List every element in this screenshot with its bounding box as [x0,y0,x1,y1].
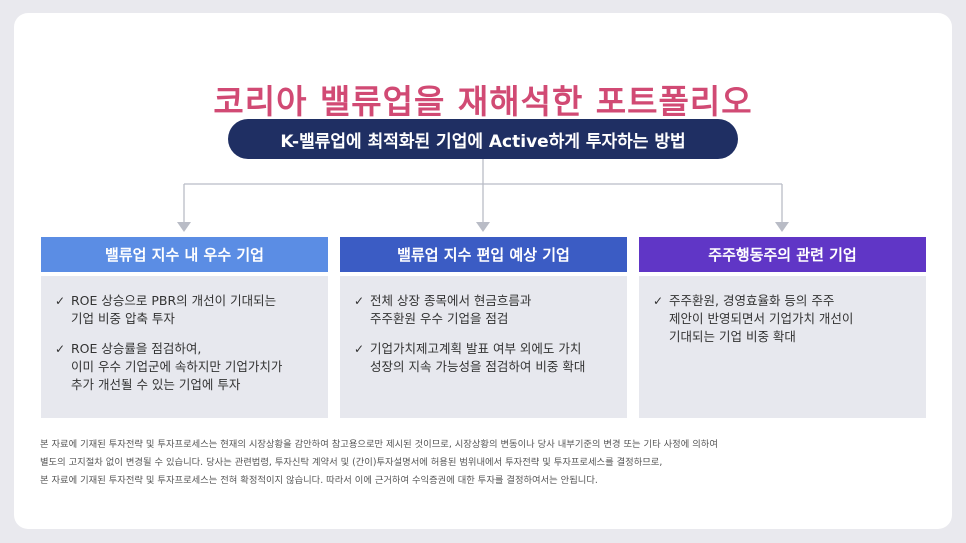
check-icon: ✓ [653,294,664,308]
disclaimer-line: 별도의 고지절차 없이 변경될 수 있습니다. 당사는 관련법령, 투자신탁 계… [40,457,663,468]
list-item: ✓ 기업가치제고계획 발표 여부 외에도 가치 성장의 지속 가능성을 점검하여… [354,340,613,376]
subtitle-text: K-밸류업에 최적화된 기업에 Active하게 투자하는 방법 [280,131,686,152]
check-icon: ✓ [55,294,66,308]
check-icon: ✓ [55,342,66,356]
bullet-text: ROE 상승으로 PBR의 개선이 기대되는 기업 비중 압축 투자 [71,293,277,326]
list-item: ✓ ROE 상승률을 점검하여, 이미 우수 기업군에 속하지만 기업가치가 추… [55,340,314,394]
page-title: 코리아 밸류업을 재해석한 포트폴리오 [213,82,753,121]
disclaimer: 본 자료에 기재된 투자전략 및 투자프로세스는 현재의 시장상황을 감안하여 … [40,436,920,490]
arrow-down-icon [177,222,191,232]
disclaimer-line: 본 자료에 기재된 투자전략 및 투자프로세스는 현재의 시장상황을 감안하여 … [40,439,718,450]
bullet-text: 주주환원, 경영효율화 등의 주주 제안이 반영되면서 기업가치 개선이 기대되… [669,293,854,344]
list-item: ✓ 주주환원, 경영효율화 등의 주주 제안이 반영되면서 기업가치 개선이 기… [653,292,912,346]
column-header-3: 주주행동주의 관련 기업 [639,237,926,272]
column-header-1: 밸류업 지수 내 우수 기업 [41,237,328,272]
arrow-down-icon [775,222,789,232]
column-header-2: 밸류업 지수 편입 예상 기업 [340,237,627,272]
content-card: 코리아 밸류업을 재해석한 포트폴리오 K-밸류업에 최적화된 기업에 Acti… [14,13,952,529]
list-item: ✓ 전체 상장 종목에서 현금흐름과 주주환원 우수 기업을 점검 [354,292,613,328]
check-icon: ✓ [354,342,365,356]
arrow-down-icon [476,222,490,232]
list-item: ✓ ROE 상승으로 PBR의 개선이 기대되는 기업 비중 압축 투자 [55,292,314,328]
disclaimer-line: 본 자료에 기재된 투자전략 및 투자프로세스는 전혀 확정적이지 않습니다. … [40,475,598,486]
check-icon: ✓ [354,294,365,308]
column-header-3-label: 주주행동주의 관련 기업 [708,246,857,264]
column-header-1-label: 밸류업 지수 내 우수 기업 [105,246,264,264]
column-body-3: ✓ 주주환원, 경영효율화 등의 주주 제안이 반영되면서 기업가치 개선이 기… [639,276,926,418]
bullet-text: ROE 상승률을 점검하여, 이미 우수 기업군에 속하지만 기업가치가 추가 … [71,341,283,392]
subtitle-pill: K-밸류업에 최적화된 기업에 Active하게 투자하는 방법 [228,119,738,159]
bullet-text: 전체 상장 종목에서 현금흐름과 주주환원 우수 기업을 점검 [370,293,532,326]
column-header-2-label: 밸류업 지수 편입 예상 기업 [397,246,570,264]
column-body-2: ✓ 전체 상장 종목에서 현금흐름과 주주환원 우수 기업을 점검 ✓ 기업가치… [340,276,627,418]
bullet-text: 기업가치제고계획 발표 여부 외에도 가치 성장의 지속 가능성을 점검하여 비… [370,341,586,374]
column-body-1: ✓ ROE 상승으로 PBR의 개선이 기대되는 기업 비중 압축 투자 ✓ R… [41,276,328,418]
